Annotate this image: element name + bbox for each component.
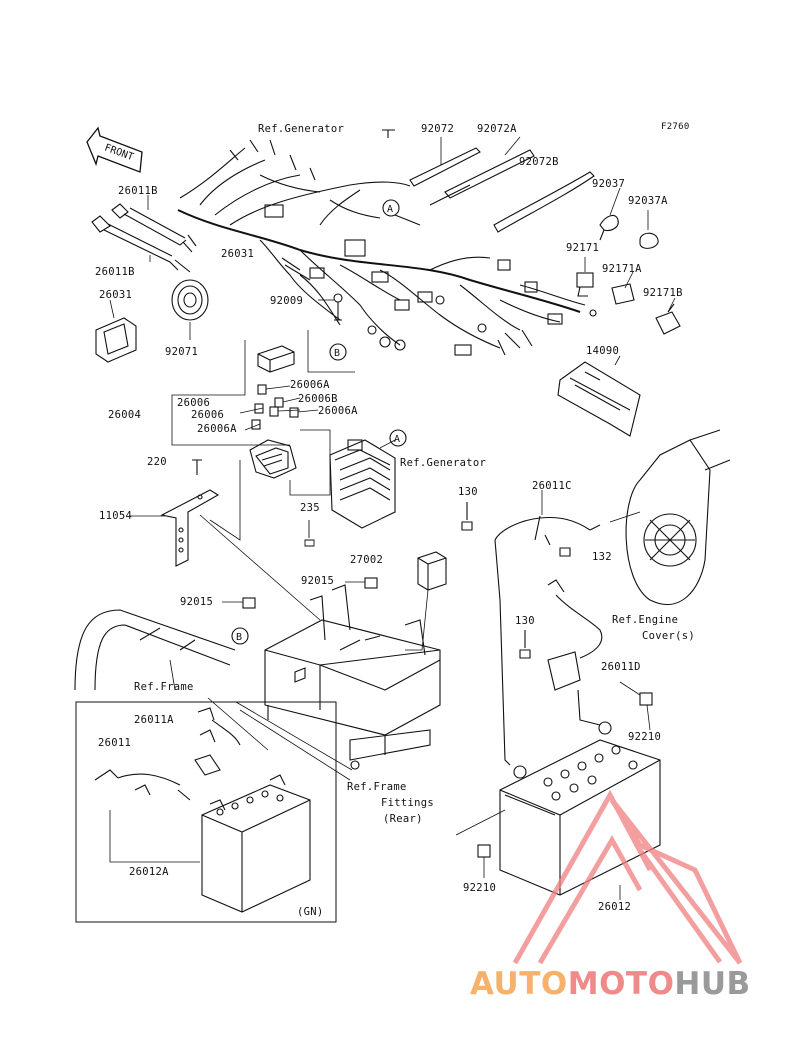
main-wiring-harness [177,139,597,356]
label-92072: 92072 [421,123,455,135]
bolt-235 [304,520,315,547]
label-92171: 92171 [566,242,600,254]
label-92071: 92071 [165,346,199,358]
label-92015-a: 92015 [301,575,335,587]
label-26011B-top: 26011B [118,185,158,197]
label-220: 220 [147,456,167,468]
label-26011: 26011 [98,737,132,749]
label-26011C: 26011C [532,480,572,492]
label-26012: 26012 [598,901,632,913]
label-gn: (GN) [297,906,324,918]
label-92210-b: 92210 [463,882,497,894]
engine-cover [609,429,731,606]
clamps [576,214,681,335]
label-ref-engine-cover-1: Ref.Engine [612,614,679,626]
label-92210-a: 92210 [628,731,662,743]
label-26006-b: 26006 [191,409,225,421]
clips-92015 [222,577,378,609]
label-ref-frame: Ref.Frame [134,681,194,693]
label-26031-module: 26031 [99,289,133,301]
clip-92210-left [477,844,491,858]
label-26011B-bottom: 26011B [95,266,135,278]
label-ref-engine-cover-2: Cover(s) [642,630,695,642]
label-26006A-1: 26006A [290,379,330,391]
label-235: 235 [300,502,320,514]
callout-a-top: A [382,199,400,217]
label-92072B: 92072B [519,156,559,168]
svg-text:A: A [387,204,393,215]
label-92037: 92037 [592,178,626,190]
bolt-92009 [318,293,343,321]
watermark-text: AUTOMOTOHUB [470,966,751,1002]
relay-27002 [405,551,447,651]
front-arrow: FRONT [86,126,143,173]
label-92171B: 92171B [643,287,683,299]
label-26004: 26004 [108,409,142,421]
module-26031 [95,299,137,363]
cable-ties [409,147,595,233]
battery-26012A [109,774,311,913]
watermark-logo [512,789,743,965]
gn-cables [94,707,241,801]
bracket-11054 [130,459,321,621]
svg-text:B: B [334,348,340,359]
label-92171A: 92171A [602,263,642,275]
frame [74,609,236,691]
label-130-b: 130 [515,615,535,627]
grommet-92071 [171,279,209,340]
label-92009: 92009 [270,295,304,307]
figure-code: F2760 [661,122,690,132]
callout-b-mid: B [329,343,347,361]
cover-14090 [557,355,641,437]
fuse-box-group [171,330,355,541]
label-11054: 11054 [99,510,133,522]
label-26031-harness: 26031 [221,248,255,260]
cable-26011D [519,579,603,726]
label-26006B: 26006B [298,393,338,405]
label-26006A-3: 26006A [197,423,237,435]
label-92015-b: 92015 [180,596,214,608]
callout-b-low: B [231,627,249,645]
gn-variant-box [75,701,337,923]
label-ref-frame-fittings-2: Fittings [381,797,434,809]
label-26011D: 26011D [601,661,641,673]
svg-text:B: B [236,632,242,643]
label-26012A: 26012A [129,866,169,878]
callout-a-mid: A [389,429,407,447]
label-14090: 14090 [586,345,620,357]
label-130-a: 130 [458,486,478,498]
regulator [329,439,396,529]
label-26011A: 26011A [134,714,174,726]
cable-26011C [461,490,601,766]
label-92037A: 92037A [628,195,668,207]
cable-26011B [91,195,197,273]
label-ref-frame-fittings-3: (Rear) [383,813,423,825]
label-92072A: 92072A [477,123,517,135]
generator-bolt-top [382,129,395,138]
label-26006: 26006 [177,397,211,409]
label-ref-frame-fittings-1: Ref.Frame [347,781,407,793]
clip-92210-right [639,692,653,706]
label-ref-generator-mid: Ref.Generator [400,457,487,469]
label-132: 132 [592,551,612,563]
label-27002: 27002 [350,554,384,566]
battery-tray [264,584,441,770]
svg-text:A: A [394,434,400,445]
label-ref-generator-top: Ref.Generator [258,123,345,135]
label-26006A-2: 26006A [318,405,358,417]
battery-26012 [499,721,661,900]
